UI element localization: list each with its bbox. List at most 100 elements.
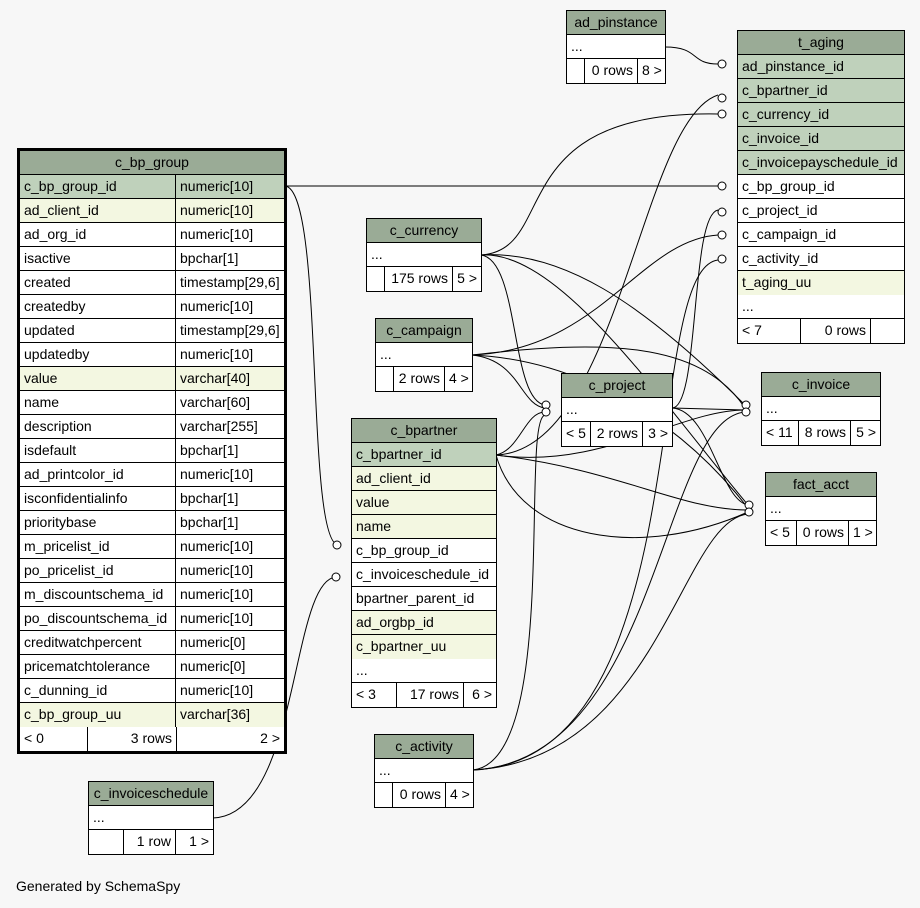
- parents-count[interactable]: < 5: [566, 425, 586, 441]
- table-c-project[interactable]: c_project ... < 5 2 rows 3 >: [561, 373, 673, 447]
- table-row[interactable]: c_invoicepayschedule_id: [738, 151, 904, 175]
- table-c-activity[interactable]: c_activity ... 0 rows 4 >: [374, 734, 474, 808]
- table-row[interactable]: c_bp_group_id: [738, 175, 904, 199]
- parents-count[interactable]: < 5: [770, 524, 790, 540]
- parents-count[interactable]: < 11: [766, 424, 793, 440]
- table-row: ...: [352, 659, 496, 683]
- table-row[interactable]: c_bpartner_uu: [352, 635, 496, 659]
- table-title[interactable]: c_bpartner: [352, 419, 496, 443]
- column-name: name: [24, 394, 60, 410]
- table-c-campaign[interactable]: c_campaign ... 2 rows 4 >: [375, 318, 473, 392]
- children-count[interactable]: 6 >: [463, 683, 496, 707]
- children-count[interactable]: 1 >: [175, 830, 213, 854]
- table-title[interactable]: c_bp_group: [20, 151, 284, 175]
- column-name: po_pricelist_id: [24, 562, 114, 578]
- column-type: numeric[10]: [175, 559, 284, 582]
- table-c-currency[interactable]: c_currency ... 175 rows 5 >: [366, 218, 482, 292]
- table-row[interactable]: c_bpartner_id: [352, 443, 496, 467]
- children-count[interactable]: 2 >: [176, 727, 284, 751]
- column-name: ad_orgbp_id: [356, 614, 434, 630]
- edge-end-circle: [744, 500, 754, 510]
- table-c-invoice[interactable]: c_invoice ... < 11 8 rows 5 >: [761, 372, 881, 446]
- children-count[interactable]: 1 >: [848, 521, 876, 545]
- table-ad-pinstance[interactable]: ad_pinstance ... 0 rows 8 >: [566, 10, 666, 84]
- table-title[interactable]: c_invoice: [762, 373, 880, 397]
- children-count: [870, 319, 904, 343]
- table-title[interactable]: fact_acct: [766, 473, 876, 497]
- table-title[interactable]: c_activity: [375, 735, 473, 759]
- column-name: c_bp_group_id: [742, 178, 835, 194]
- children-count[interactable]: 8 >: [637, 59, 665, 83]
- column-type: timestamp[29,6]: [175, 319, 284, 342]
- table-row[interactable]: c_invoiceschedule_id: [352, 563, 496, 587]
- table-title[interactable]: c_campaign: [376, 319, 472, 343]
- row-count: 2 rows: [393, 367, 444, 391]
- edge-currency-taging: [480, 113, 719, 256]
- table-row[interactable]: value: [352, 491, 496, 515]
- column-type: numeric[10]: [175, 607, 284, 630]
- column-name: c_activity_id: [742, 250, 819, 266]
- table-title[interactable]: c_currency: [367, 219, 481, 243]
- column-type: numeric[10]: [175, 223, 284, 246]
- table-title[interactable]: t_aging: [738, 31, 904, 55]
- children-count[interactable]: 5 >: [452, 267, 481, 291]
- table-title[interactable]: c_invoiceschedule: [89, 782, 213, 806]
- parents-count[interactable]: < 0: [24, 730, 44, 746]
- column-name: creditwatchpercent: [24, 634, 142, 650]
- table-row[interactable]: c_bp_group_id: [352, 539, 496, 563]
- table-title[interactable]: ad_pinstance: [567, 11, 665, 35]
- children-count[interactable]: 4 >: [445, 783, 473, 807]
- table-row[interactable]: c_activity_id: [738, 247, 904, 271]
- column-name: c_dunning_id: [24, 682, 108, 698]
- table-row[interactable]: ad_client_id: [352, 467, 496, 491]
- children-count[interactable]: 3 >: [642, 422, 672, 446]
- table-c-invoiceschedule[interactable]: c_invoiceschedule ... 1 row 1 >: [88, 781, 214, 855]
- parents-count[interactable]: < 7: [742, 322, 762, 338]
- column-name: createdby: [24, 298, 86, 314]
- table-title[interactable]: c_project: [562, 374, 672, 398]
- table-row[interactable]: c_campaign_id: [738, 223, 904, 247]
- table-row[interactable]: t_aging_uu: [738, 271, 904, 295]
- table-row[interactable]: bpartner_parent_id: [352, 587, 496, 611]
- table-footer: < 5 2 rows 3 >: [562, 422, 672, 446]
- table-row[interactable]: po_pricelist_id numeric[10]: [20, 559, 284, 583]
- children-count[interactable]: 5 >: [850, 421, 880, 445]
- table-row[interactable]: ad_pinstance_id: [738, 55, 904, 79]
- table-row[interactable]: name: [352, 515, 496, 539]
- column-name: m_pricelist_id: [24, 538, 110, 554]
- table-row[interactable]: ad_orgbp_id: [352, 611, 496, 635]
- column-type: numeric[10]: [175, 175, 284, 198]
- table-fact-acct[interactable]: fact_acct ... < 5 0 rows 1 >: [765, 472, 877, 546]
- children-count[interactable]: 4 >: [444, 367, 472, 391]
- table-row[interactable]: c_project_id: [738, 199, 904, 223]
- table-row[interactable]: c_bpartner_id: [738, 79, 904, 103]
- parents-count[interactable]: < 3: [356, 686, 376, 702]
- table-row[interactable]: c_currency_id: [738, 103, 904, 127]
- table-row[interactable]: c_invoice_id: [738, 127, 904, 151]
